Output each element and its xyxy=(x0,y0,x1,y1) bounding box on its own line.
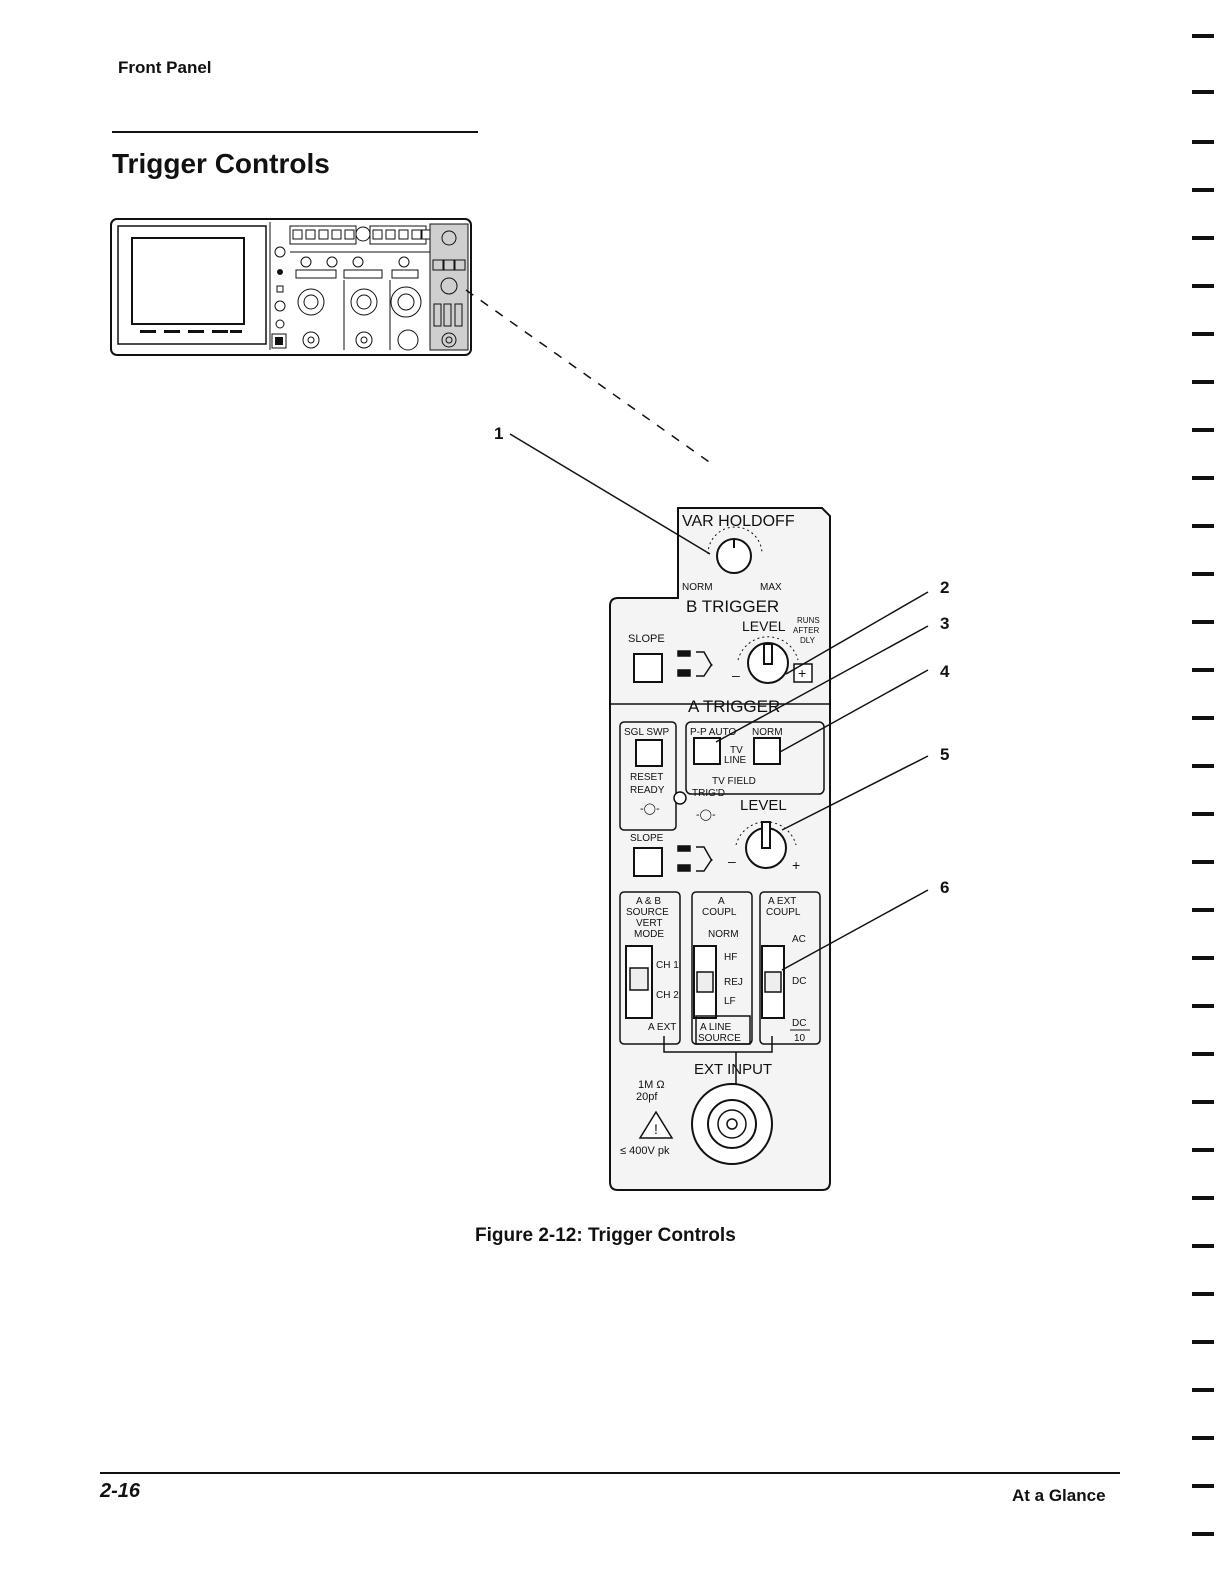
callout-2: 2 xyxy=(940,578,950,597)
ready-lamp-icon: -◯- xyxy=(640,803,660,815)
ext-coupl-title-2: COUPL xyxy=(766,907,801,918)
svg-text:!: ! xyxy=(654,1121,658,1137)
a-slope-indicators xyxy=(677,845,713,872)
title-rule xyxy=(112,131,478,133)
b-trigger-slope-button[interactable] xyxy=(633,653,663,683)
a-trigger-slope-button[interactable] xyxy=(633,847,663,877)
a-minus-label: – xyxy=(728,853,736,869)
var-holdoff-knob[interactable] xyxy=(707,526,763,574)
callout-1: 1 xyxy=(494,424,504,443)
callout-3: 3 xyxy=(940,614,950,633)
source-title-2: SOURCE xyxy=(626,907,669,918)
ext-max-voltage-label: ≤ 400V pk xyxy=(620,1145,670,1157)
a-level-label: LEVEL xyxy=(740,797,787,814)
b-slope-indicators xyxy=(677,650,713,677)
a-norm-label: NORM xyxy=(752,727,783,738)
source-title-4: MODE xyxy=(634,929,664,940)
coupl-lf-label: LF xyxy=(724,996,736,1007)
line-label: LINE xyxy=(724,755,747,766)
ext-coupling-slide-switch[interactable] xyxy=(761,945,785,1019)
oscilloscope-front-panel-illustration xyxy=(110,218,472,356)
reset-label: RESET xyxy=(630,772,663,783)
pp-auto-label: P-P AUTO xyxy=(690,727,737,738)
b-dly-label: DLY xyxy=(800,636,816,645)
source-a-ext-label: A EXT xyxy=(648,1022,676,1033)
running-header: Front Panel xyxy=(118,58,212,77)
ext-coupl-dc-top-label: DC xyxy=(792,1018,806,1029)
var-holdoff-title: VAR HOLDOFF xyxy=(682,513,795,530)
chapter-name: At a Glance xyxy=(1012,1486,1106,1505)
tv-field-label: TV FIELD xyxy=(712,776,756,787)
section-title: Trigger Controls xyxy=(112,148,330,179)
trigger-panel-diagram: VAR HOLDOFF NORM MAX B TRIGGER SLOPE LEV… xyxy=(609,507,831,1191)
source-title-1: A & B xyxy=(636,896,661,907)
ext-coupl-ac-label: AC xyxy=(792,934,806,945)
page-number: 2-16 xyxy=(100,1480,141,1502)
a-trigger-level-knob[interactable] xyxy=(735,821,797,869)
coupl-norm-label: NORM xyxy=(708,929,739,940)
binding-edge-marks xyxy=(1192,34,1214,1536)
b-minus-label: – xyxy=(732,667,740,683)
a-trigger-title: A TRIGGER xyxy=(688,697,780,716)
b-trigger-level-knob[interactable] xyxy=(737,636,799,684)
norm-button[interactable] xyxy=(753,737,781,765)
callout-6: 6 xyxy=(940,878,950,897)
ext-impedance-label: 1M Ω xyxy=(638,1079,665,1091)
b-runs-label: RUNS xyxy=(797,616,820,625)
source-slide-switch[interactable] xyxy=(625,945,653,1019)
callout-5: 5 xyxy=(940,745,950,764)
ext-capacitance-label: 20pf xyxy=(636,1091,658,1103)
sgl-swp-label: SGL SWP xyxy=(624,727,670,738)
b-plus-label: + xyxy=(798,665,806,681)
var-holdoff-min-label: NORM xyxy=(682,582,713,593)
a-plus-label: + xyxy=(792,857,800,873)
coupl-title-2: COUPL xyxy=(702,907,737,918)
pp-auto-button[interactable] xyxy=(693,737,721,765)
source-ch1-label: CH 1 xyxy=(656,960,679,971)
tv-label: TV xyxy=(730,745,743,756)
ext-coupl-dc-label: DC xyxy=(792,976,806,987)
b-trigger-title: B TRIGGER xyxy=(686,597,779,616)
trigd-label: TRIG'D xyxy=(692,788,725,799)
sgl-swp-button[interactable] xyxy=(635,739,663,767)
warning-triangle-icon: ! xyxy=(638,1110,674,1139)
trigd-lamp xyxy=(673,791,687,805)
trigd-lamp-icon: -◯- xyxy=(696,809,716,821)
source-footer-label: SOURCE xyxy=(698,1033,741,1044)
ext-input-title: EXT INPUT xyxy=(694,1061,772,1078)
figure-caption: Figure 2-12: Trigger Controls xyxy=(475,1225,736,1246)
callout-4: 4 xyxy=(940,662,950,681)
coupl-rej-label: REJ xyxy=(724,977,743,988)
b-trigger-slope-label: SLOPE xyxy=(628,633,665,645)
coupl-title-1: A xyxy=(718,896,725,907)
ext-coupl-10-label: 10 xyxy=(794,1033,806,1044)
ext-coupl-title-1: A EXT xyxy=(768,896,796,907)
ext-input-bnc-connector[interactable] xyxy=(691,1083,773,1165)
source-title-3: VERT xyxy=(636,918,663,929)
b-trigger-level-label: LEVEL xyxy=(742,618,786,634)
a-line-label: A LINE xyxy=(700,1022,731,1033)
a-slope-label: SLOPE xyxy=(630,833,664,844)
footer-rule xyxy=(100,1472,1120,1474)
source-ch2-label: CH 2 xyxy=(656,990,679,1001)
b-after-label: AFTER xyxy=(793,626,819,635)
coupling-slide-switch[interactable] xyxy=(693,945,717,1019)
var-holdoff-max-label: MAX xyxy=(760,582,782,593)
coupl-hf-label: HF xyxy=(724,952,737,963)
ready-label: READY xyxy=(630,785,665,796)
